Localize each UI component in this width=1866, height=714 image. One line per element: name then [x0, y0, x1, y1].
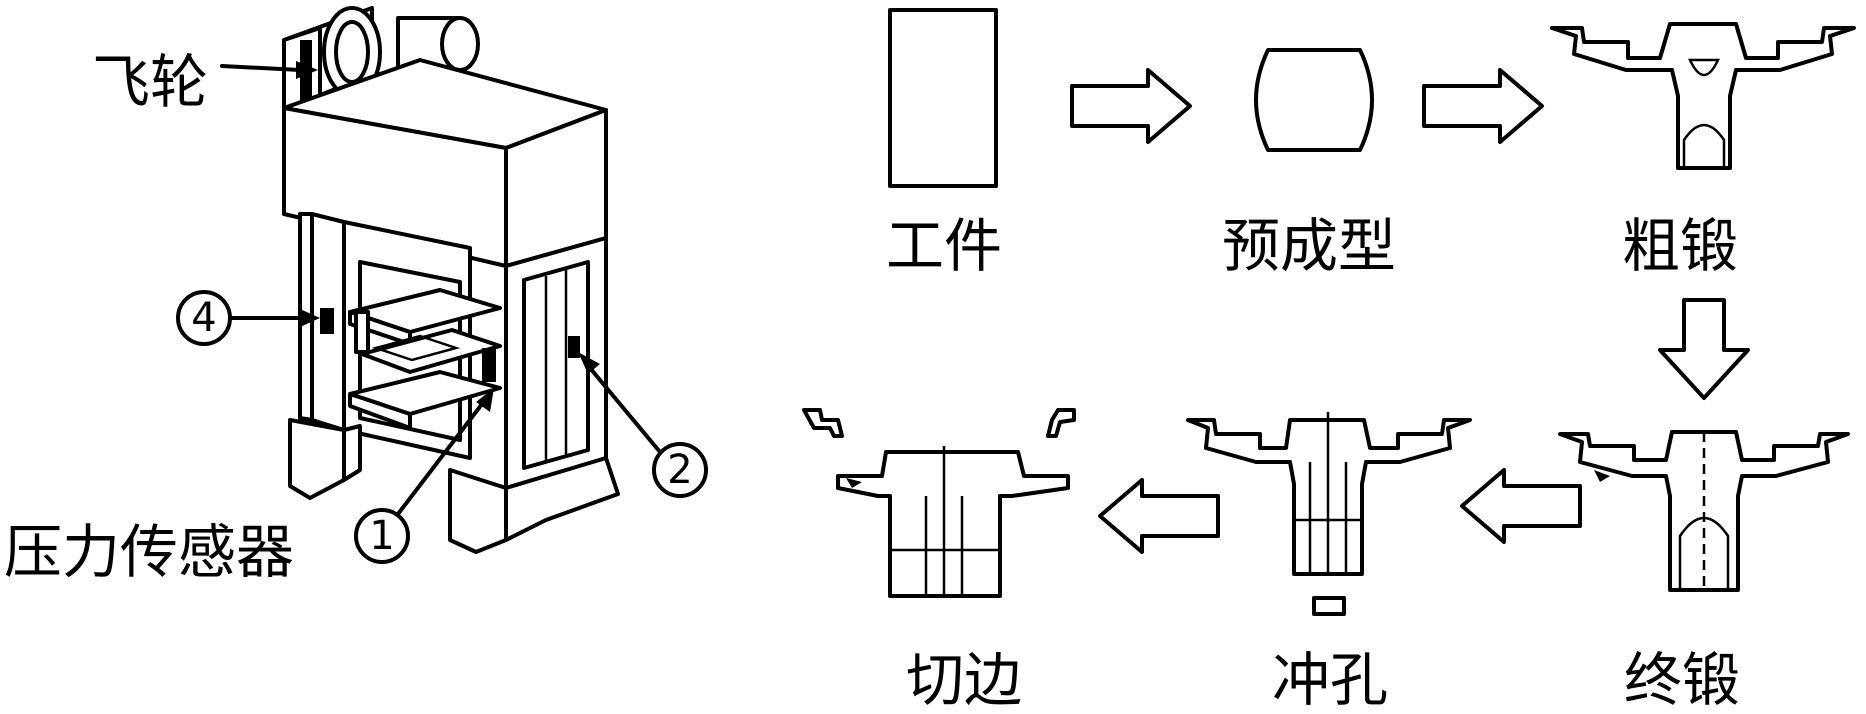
- trimming-shape: [802, 408, 1076, 598]
- sensor-4-number: 4: [191, 295, 216, 341]
- arrow-left-icon: [1098, 478, 1220, 554]
- punching-shape: [1186, 412, 1472, 616]
- sensor-2-arrowhead-icon: [578, 352, 600, 374]
- step-label-final-forging: 终锻: [1624, 646, 1740, 714]
- arrow-left-icon: [1460, 468, 1582, 544]
- sensor-2-number: 2: [667, 447, 692, 493]
- step-label-preform: 预成型: [1222, 212, 1396, 280]
- sensor-2-callout: 2: [578, 352, 708, 498]
- press-slide: [348, 288, 502, 430]
- step-label-trimming: 切边: [906, 646, 1022, 714]
- final-forging-shape: [1558, 430, 1850, 592]
- sensor-4-callout: 4: [176, 290, 320, 346]
- sensor-1-number: 1: [369, 513, 394, 559]
- sensor-1-arrowhead-icon: [476, 388, 494, 412]
- arrow-right-icon: [1070, 68, 1192, 144]
- press-feet: [288, 418, 620, 554]
- punched-slug-shape: [1312, 596, 1346, 616]
- arrow-right-icon: [1422, 68, 1544, 144]
- preform-shape: [1254, 48, 1374, 152]
- flywheel-leader-line: [220, 64, 302, 72]
- rough-forging-shape: [1550, 22, 1856, 170]
- step-label-rough-forging: 粗锻: [1622, 212, 1738, 280]
- arrow-down-icon: [1658, 298, 1750, 400]
- step-label-workpiece: 工件: [886, 212, 1002, 280]
- flywheel-arrowhead-icon: [296, 61, 318, 79]
- workpiece-shape: [888, 8, 998, 188]
- pressure-sensor-label: 压力传感器: [4, 518, 294, 586]
- press-right-column: [504, 236, 608, 502]
- flywheel-label: 飞轮: [92, 48, 208, 116]
- sensor-1-callout: 1: [354, 388, 494, 564]
- sensor-4-arrowhead-icon: [300, 309, 320, 327]
- press-machine: [282, 6, 620, 554]
- step-label-punching: 冲孔: [1272, 646, 1388, 714]
